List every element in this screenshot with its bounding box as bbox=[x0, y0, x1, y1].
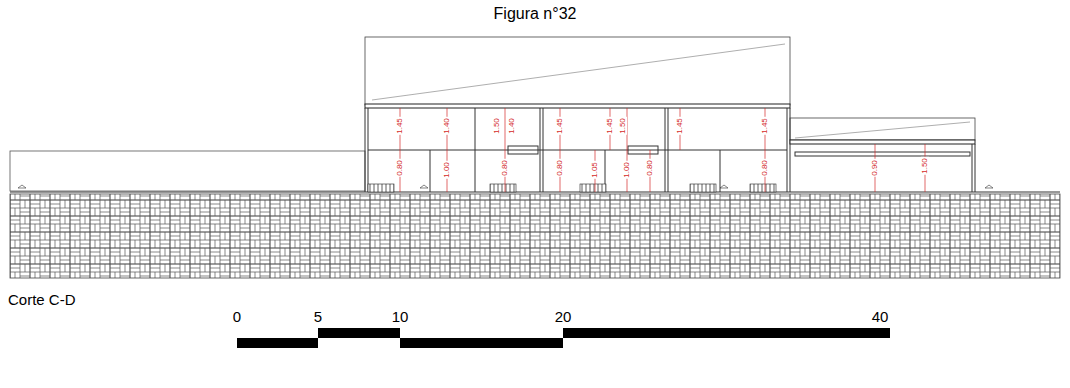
dimension-text: 1.00 bbox=[623, 161, 631, 179]
dimension-text: 1.50 bbox=[921, 157, 929, 175]
dimension-text: 0.80 bbox=[556, 159, 564, 177]
dimension-text: 0.80 bbox=[501, 159, 509, 177]
walls bbox=[795, 144, 975, 192]
scale-number: 0 bbox=[233, 309, 241, 324]
footing bbox=[368, 184, 776, 192]
scale-bar bbox=[237, 328, 890, 348]
dimension-text: 1.50 bbox=[619, 117, 627, 135]
dimension-text: 1.45 bbox=[761, 117, 769, 135]
boundary-wall bbox=[10, 151, 365, 191]
dimension-text: 0.90 bbox=[871, 159, 879, 177]
scale-number: 10 bbox=[392, 309, 409, 324]
dimension-text: 1.50 bbox=[493, 117, 501, 135]
parapet bbox=[365, 37, 790, 105]
section-caption: Corte C-D bbox=[8, 292, 76, 307]
level-mark bbox=[18, 185, 993, 188]
dimension-text: 1.05 bbox=[591, 161, 599, 179]
parapet bbox=[790, 118, 975, 140]
dimension-text: 1.45 bbox=[396, 117, 404, 135]
dimension-line bbox=[400, 108, 925, 192]
dimension-text: 1.40 bbox=[443, 117, 451, 135]
dimension-text: 1.00 bbox=[443, 161, 451, 179]
roof-slope bbox=[372, 44, 785, 100]
dimension-text: 0.80 bbox=[761, 159, 769, 177]
roof-slab bbox=[790, 140, 975, 144]
figure-title: Figura n°32 bbox=[494, 6, 577, 22]
dimension-text: 0.80 bbox=[396, 159, 404, 177]
walls bbox=[365, 108, 790, 192]
roof-slope bbox=[795, 122, 970, 138]
ground-line bbox=[10, 192, 1060, 193]
dimension-text: 1.40 bbox=[508, 117, 516, 135]
dimension-text: 1.45 bbox=[556, 117, 564, 135]
dimension-text: 1.45 bbox=[606, 117, 614, 135]
scale-number: 40 bbox=[872, 309, 889, 324]
dimension-text: 1.45 bbox=[676, 117, 684, 135]
roof-slab bbox=[365, 104, 790, 108]
scale-number: 5 bbox=[314, 309, 322, 324]
ground-hatch bbox=[10, 194, 1060, 278]
scale-number: 20 bbox=[555, 309, 572, 324]
dimension-text: 0.80 bbox=[646, 159, 654, 177]
